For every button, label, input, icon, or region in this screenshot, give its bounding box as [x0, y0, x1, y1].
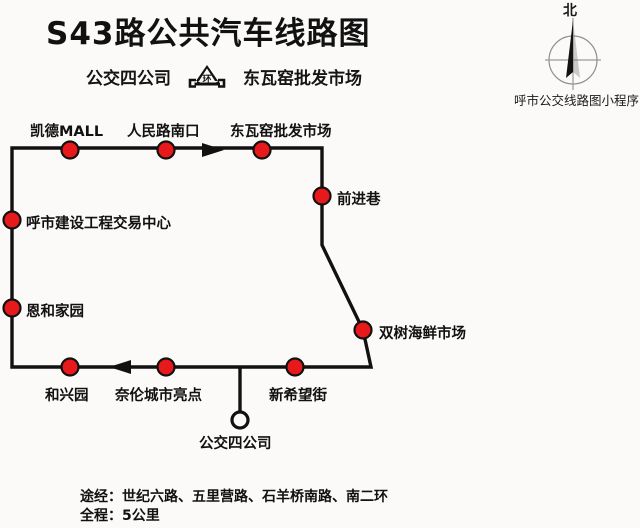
stop-marker[interactable]: [285, 357, 305, 377]
stop-label[interactable]: 双树海鲜市场: [379, 326, 466, 342]
route-endpoints-row: 公交四公司 环 东瓦窑批发市场: [86, 62, 362, 90]
stop-label[interactable]: 前进巷: [337, 192, 381, 208]
svg-text:环: 环: [202, 74, 211, 85]
direction-arrow-icon: [202, 143, 224, 157]
stop-marker[interactable]: [60, 357, 80, 377]
loop-recycle-icon: 环: [185, 62, 229, 90]
compass-north-label: 北: [563, 3, 577, 19]
terminus-marker-icon: [230, 410, 250, 430]
stop-marker[interactable]: [60, 140, 80, 160]
stop-marker[interactable]: [156, 140, 176, 160]
stop-label[interactable]: 奈伦城市亮点: [115, 388, 202, 404]
route-destination-label: 东瓦窑批发市场: [243, 68, 362, 89]
stop-label[interactable]: 人民路南口: [127, 124, 200, 140]
footer-notes: 途经：世纪六路、五里营路、石羊桥南路、南二环 全程：5公里: [80, 488, 388, 526]
compass-caption: 呼市公交线路图小程序: [514, 93, 640, 108]
stop-marker[interactable]: [252, 140, 272, 160]
stop-label[interactable]: 新希望街: [269, 388, 327, 404]
route-origin-label: 公交四公司: [86, 68, 171, 89]
direction-arrow-icon: [109, 360, 131, 374]
stop-label[interactable]: 和兴园: [45, 388, 89, 404]
stop-marker[interactable]: [156, 357, 176, 377]
stop-label[interactable]: 东瓦窑批发市场: [230, 124, 332, 140]
terminus-label: 公交四公司: [199, 436, 272, 452]
stop-marker[interactable]: [353, 320, 373, 340]
stop-marker[interactable]: [312, 186, 332, 206]
page-title: S43路公共汽车线路图: [46, 16, 371, 52]
compass-rose-icon: [536, 2, 610, 90]
stop-marker[interactable]: [2, 298, 22, 318]
footer-length-line: 全程：5公里: [80, 508, 160, 524]
stop-marker[interactable]: [2, 210, 22, 230]
stop-label[interactable]: 恩和家园: [26, 304, 84, 320]
stop-label[interactable]: 呼市建设工程交易中心: [26, 216, 171, 232]
footer-via-line: 途经：世纪六路、五里营路、石羊桥南路、南二环: [80, 489, 388, 505]
stop-label[interactable]: 凯德MALL: [30, 124, 104, 140]
